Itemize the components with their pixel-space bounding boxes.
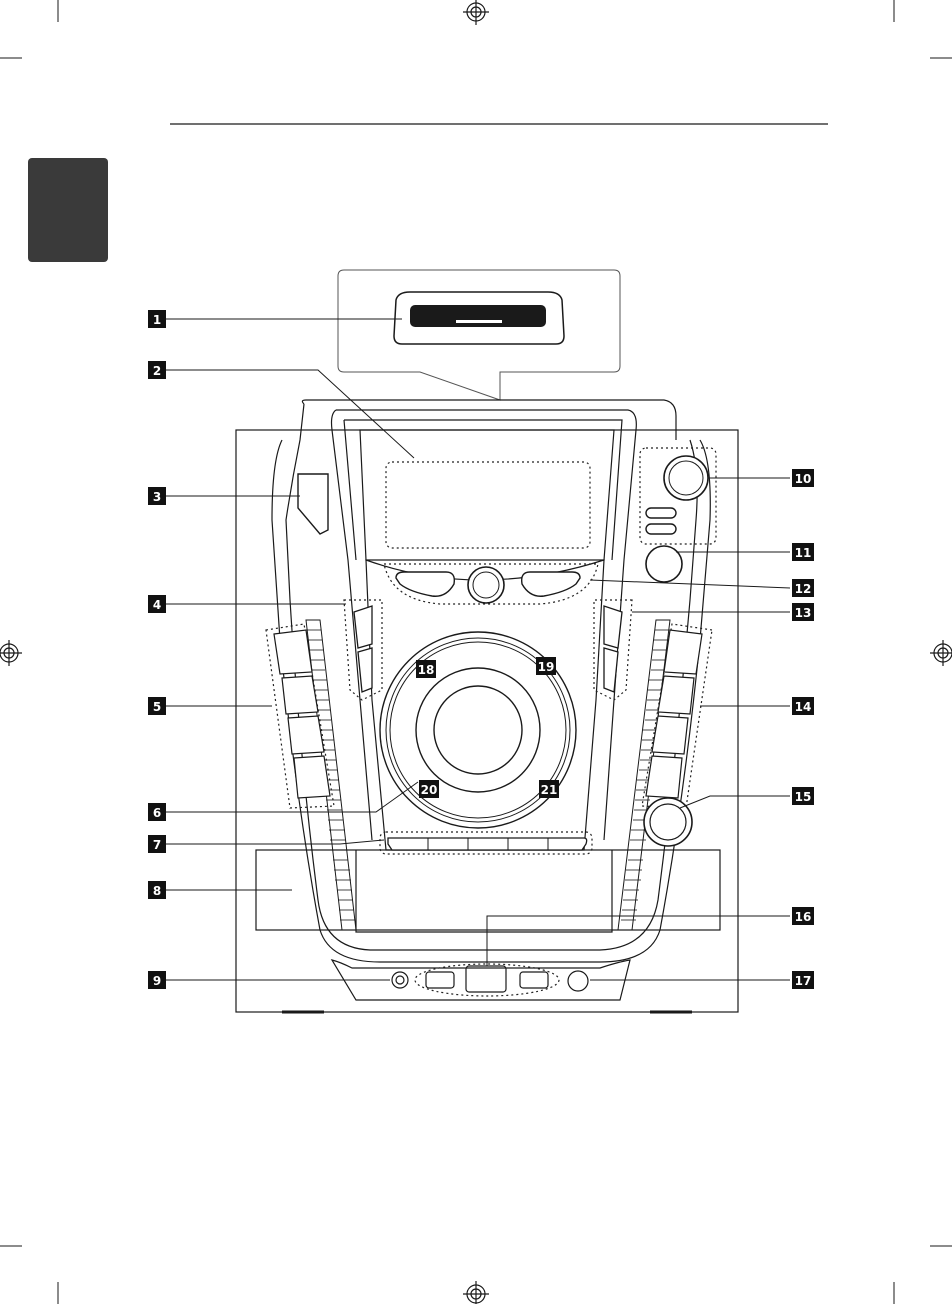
svg-text:6: 6	[153, 806, 161, 820]
callout-7: 7	[148, 835, 166, 853]
open-close-button[interactable]	[298, 474, 328, 534]
svg-text:18: 18	[418, 663, 435, 677]
svg-text:5: 5	[153, 700, 161, 714]
callout-14: 14	[792, 697, 814, 715]
left-side-button-top[interactable]	[354, 606, 372, 648]
callout-18: 18	[416, 660, 436, 678]
svg-text:2: 2	[153, 364, 161, 378]
function-button-a[interactable]	[646, 508, 676, 518]
power-button[interactable]	[646, 546, 682, 582]
svg-text:14: 14	[795, 700, 812, 714]
callout-9: 9	[148, 971, 166, 989]
svg-text:4: 4	[153, 598, 161, 612]
callout-6: 6	[148, 803, 166, 821]
svg-text:21: 21	[541, 783, 558, 797]
left-side-button-bottom[interactable]	[358, 648, 372, 692]
callout-21: 21	[539, 780, 559, 798]
svg-text:17: 17	[795, 974, 812, 988]
jog-knob[interactable]	[644, 798, 692, 846]
function-button-b[interactable]	[646, 524, 676, 534]
callout-20: 20	[419, 780, 439, 798]
svg-text:15: 15	[795, 790, 812, 804]
callout-16: 16	[792, 907, 814, 925]
svg-text:9: 9	[153, 974, 161, 988]
top-slot-inset	[338, 270, 620, 400]
callout-5: 5	[148, 697, 166, 715]
side-tab	[28, 158, 108, 262]
svg-text:16: 16	[795, 910, 812, 924]
svg-text:3: 3	[153, 490, 161, 504]
svg-text:11: 11	[795, 546, 812, 560]
svg-text:7: 7	[153, 838, 161, 852]
callout-12: 12	[792, 579, 814, 597]
svg-text:20: 20	[421, 783, 438, 797]
left-arrow-button[interactable]	[396, 572, 454, 596]
svg-text:10: 10	[795, 472, 812, 486]
callout-10: 10	[792, 469, 814, 487]
right-side-button-bottom[interactable]	[604, 648, 618, 692]
right-arrow-button[interactable]	[522, 572, 580, 596]
volume-knob[interactable]	[664, 456, 708, 500]
lower-button-bar	[380, 832, 592, 854]
dock-slot	[410, 305, 546, 327]
svg-text:8: 8	[153, 884, 161, 898]
callout-15: 15	[792, 787, 814, 805]
callout-3: 3	[148, 487, 166, 505]
svg-text:12: 12	[795, 582, 812, 596]
display-window	[386, 462, 590, 548]
right-side-buttons	[594, 600, 632, 700]
right-upper-controls	[640, 448, 716, 582]
right-side-button-top[interactable]	[604, 606, 622, 648]
callout-17: 17	[792, 971, 814, 989]
callout-8: 8	[148, 881, 166, 899]
callout-4: 4	[148, 595, 166, 613]
svg-text:13: 13	[795, 606, 812, 620]
svg-text:1: 1	[153, 313, 161, 327]
callout-19: 19	[536, 657, 556, 675]
callout-13: 13	[792, 603, 814, 621]
callout-boxes: 1 2 3 4 5 6 7 8 9 10 11 12 13 14 15 16 1…	[148, 310, 814, 989]
left-side-buttons	[344, 600, 382, 700]
bottom-connector-group	[415, 964, 559, 996]
callout-1: 1	[148, 310, 166, 328]
svg-text:19: 19	[538, 660, 555, 674]
callout-2: 2	[148, 361, 166, 379]
callout-11: 11	[792, 543, 814, 561]
